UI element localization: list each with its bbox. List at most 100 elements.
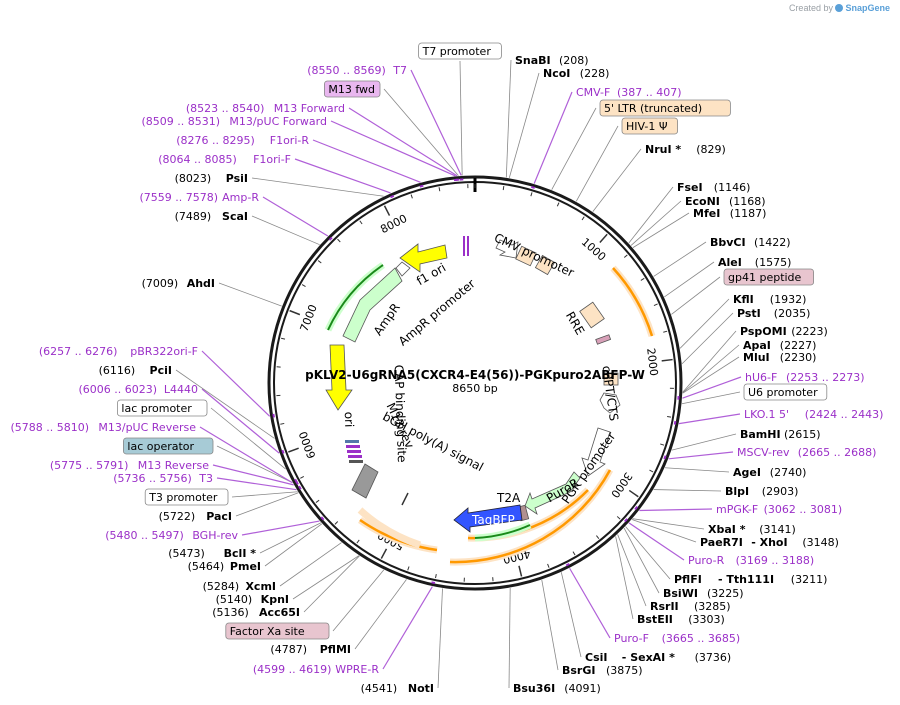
site-position: (1422) <box>754 236 791 249</box>
site-position: (6116) <box>99 364 136 377</box>
inner-cap-binding-site: CAP binding site <box>392 364 409 462</box>
label-m13fwd: M13 Forward(8523 .. 8540) <box>186 102 345 115</box>
leader-pmei <box>264 523 323 567</box>
label-ltr: 5' LTR (truncated) <box>599 99 731 117</box>
tick-mark <box>663 330 668 333</box>
label-mlui: MluI(2230) <box>743 351 816 364</box>
feature-name: lac operator <box>127 440 194 453</box>
arc-wpre-bottom-core <box>449 469 612 564</box>
site-name: BsrGI <box>562 664 595 677</box>
leader-m13fwd_box <box>383 88 459 176</box>
label-t7: T7(8550 .. 8569) <box>307 64 407 77</box>
site-name: ApaI <box>743 339 771 352</box>
label-nrui: NruI *(829) <box>645 143 726 156</box>
cppt-box <box>603 372 619 386</box>
site-position: (5736 .. 5756) <box>113 472 192 485</box>
leader-kfli <box>679 298 730 349</box>
tick-mark <box>380 548 388 559</box>
leader-xbai <box>632 518 705 530</box>
leader-cmvf <box>533 91 573 184</box>
label-m13puc_rev: M13/pUC Reverse(5788 .. 5810) <box>10 421 196 434</box>
leader-rsrii <box>617 534 647 607</box>
label-m13rev: M13 Reverse(5775 .. 5791) <box>50 459 209 472</box>
green-feature-arcs <box>324 262 532 542</box>
site-name: EcoNI <box>685 195 720 208</box>
leader-ahdi <box>218 282 282 307</box>
label-noti: NotI(4541) <box>361 682 434 695</box>
site-name: Puro-F <box>614 632 649 645</box>
label-agei: AgeI (2740) <box>733 466 806 479</box>
leader-paer7i <box>631 519 697 543</box>
label-lacop: lac operator <box>123 437 214 455</box>
site-name: M13/pUC Reverse <box>98 421 196 434</box>
leader-m13puc_fwd <box>330 120 456 177</box>
credit-brand: SnapGene <box>845 3 890 13</box>
site-position: (4787) <box>270 643 307 656</box>
leader-kpni <box>292 555 360 600</box>
tick-mark <box>337 238 341 243</box>
tick-mark <box>288 447 299 453</box>
tick-mark <box>407 566 410 571</box>
label-bsiwi: BsiWI(3225) <box>663 587 744 600</box>
tick-mark <box>623 254 628 258</box>
tick-mark <box>616 516 621 520</box>
site-name: Acc65I <box>259 606 300 619</box>
site-position: (2230) <box>780 351 817 364</box>
site-name: T7 <box>392 64 407 77</box>
leader-fsei <box>628 186 674 244</box>
feature-box-m13fwd_box <box>323 80 381 98</box>
site-position: (8023) <box>175 172 212 185</box>
tick-label: 1000 <box>579 235 609 263</box>
tick-mark <box>280 337 286 340</box>
tick-mark <box>301 284 306 287</box>
tick-label: 6000 <box>297 430 319 461</box>
arc-wpre-left-core <box>359 518 438 552</box>
label-puror: Puro-R(3169 .. 3188) <box>688 554 814 567</box>
site-name: AhdI <box>187 277 215 290</box>
site-position: (2424 .. 2443) <box>805 408 884 421</box>
site-name: M13 Reverse <box>138 459 209 472</box>
feature-name: lac promoter <box>121 402 192 415</box>
site-position: (3736) <box>695 651 732 664</box>
arc-hiv-env-region-core <box>612 267 654 337</box>
site-name: PstI <box>737 307 761 320</box>
leader-scai <box>251 215 320 246</box>
site-name: AgeI <box>733 466 761 479</box>
leader-csii <box>560 572 582 658</box>
label-bbvci: BbvCI(1422) <box>710 236 791 249</box>
feature-box-hiv <box>621 117 678 135</box>
label-lacp: lac promoter <box>117 399 208 417</box>
tick-mark <box>595 535 600 540</box>
site-position: (3225) <box>707 587 744 600</box>
label-leader-lines <box>175 59 742 689</box>
leader-psii <box>251 177 384 197</box>
primer-site-mark <box>328 236 333 241</box>
leader-bghrev <box>241 520 320 536</box>
label-pbr322: pBR322ori-F(6257 .. 6276) <box>39 345 198 358</box>
site-name: LKO.1 5' <box>744 408 789 421</box>
leader-psti <box>681 312 734 365</box>
site-name: BclI * <box>224 547 257 560</box>
label-cmvf: CMV-F(387 .. 407) <box>576 86 682 99</box>
site-position: (2740) <box>770 466 807 479</box>
label-acc65i: Acc65I(5136) <box>212 606 300 619</box>
psi-box <box>534 254 556 276</box>
site-name: XbaI * <box>708 523 746 536</box>
primer-site-mark <box>634 506 639 511</box>
ring-site-marks <box>272 178 680 585</box>
site-name: BamHI <box>740 428 781 441</box>
leader-paci <box>235 492 299 517</box>
lac-region-stack <box>345 440 363 463</box>
site-position: (2615) <box>784 428 821 441</box>
site-name: BGH-rev <box>192 529 238 542</box>
primer-site-mark <box>294 478 298 483</box>
rre-box <box>579 301 605 329</box>
label-csii: CsiI- SexAI *(3736) <box>585 651 731 664</box>
t7-primer-bar-2 <box>467 236 469 256</box>
leader-pflfi <box>625 526 671 580</box>
site-name: AleI <box>718 256 742 269</box>
site-name: Puro-R <box>688 554 725 567</box>
site-name: hU6-F <box>745 371 777 384</box>
site-position: (6006 .. 6023) <box>78 383 157 396</box>
feature-box-lacp <box>117 399 208 417</box>
